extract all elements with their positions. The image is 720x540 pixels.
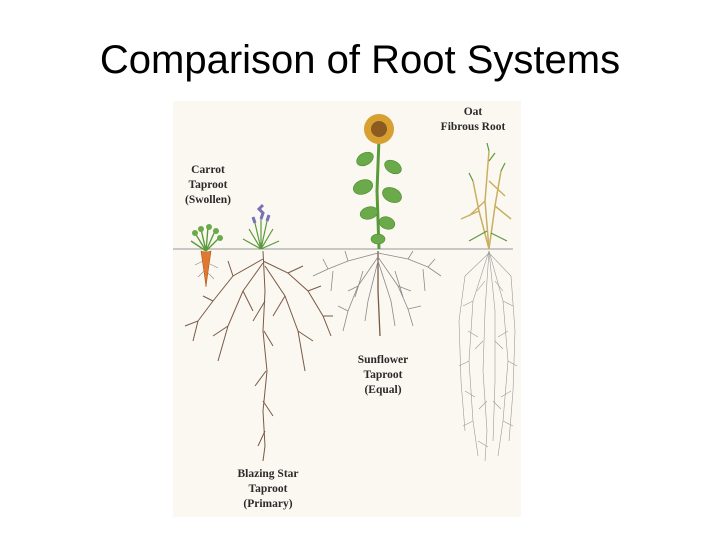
root-systems-illustration: Oat Fibrous Root Carrot Taproot (Swollen…	[173, 101, 521, 517]
label-oat-line: Fibrous Root	[440, 121, 506, 133]
label-blazing-star-line: (Primary)	[243, 498, 293, 510]
carrot-foliage	[190, 224, 223, 252]
label-sunflower-line: (Equal)	[364, 384, 402, 396]
sunflower-leaves	[353, 151, 402, 245]
label-sunflower-line: Sunflower	[357, 354, 409, 366]
label-oat-line: Oat	[463, 106, 483, 118]
sunflower-head	[364, 114, 394, 144]
label-carrot-line: (Swollen)	[185, 194, 231, 206]
label-blazing-star-line: Taproot	[248, 483, 288, 495]
label-blazing-star-line: Blazing Star	[237, 468, 299, 480]
blazing-star-foliage	[242, 203, 280, 250]
oat-plant	[458, 142, 518, 462]
oat-fibrous-roots	[458, 250, 518, 462]
label-carrot-line: Carrot	[191, 164, 225, 176]
carrot-fine-roots	[194, 260, 219, 280]
carrot-taproot	[200, 250, 212, 288]
oat-shoots	[460, 150, 512, 250]
oat-green-blades	[468, 142, 508, 242]
label-blazing-star: Blazing Star Taproot (Primary)	[228, 467, 308, 512]
carrot-plant	[190, 224, 223, 288]
label-sunflower: Sunflower Taproot (Equal)	[345, 353, 421, 398]
sunflower-stem	[375, 138, 381, 250]
slide-title: Comparison of Root Systems	[99, 38, 621, 82]
label-oat: Oat Fibrous Root	[435, 105, 511, 135]
root-systems-drawing	[173, 114, 518, 462]
blazing-star-roots	[184, 250, 333, 462]
sunflower-roots	[312, 250, 442, 337]
label-carrot-line: Taproot	[188, 179, 228, 191]
label-carrot: Carrot Taproot (Swollen)	[175, 163, 241, 208]
sunflower-plant	[312, 114, 442, 337]
blazing-star-plant	[184, 203, 333, 462]
label-sunflower-line: Taproot	[363, 369, 403, 381]
